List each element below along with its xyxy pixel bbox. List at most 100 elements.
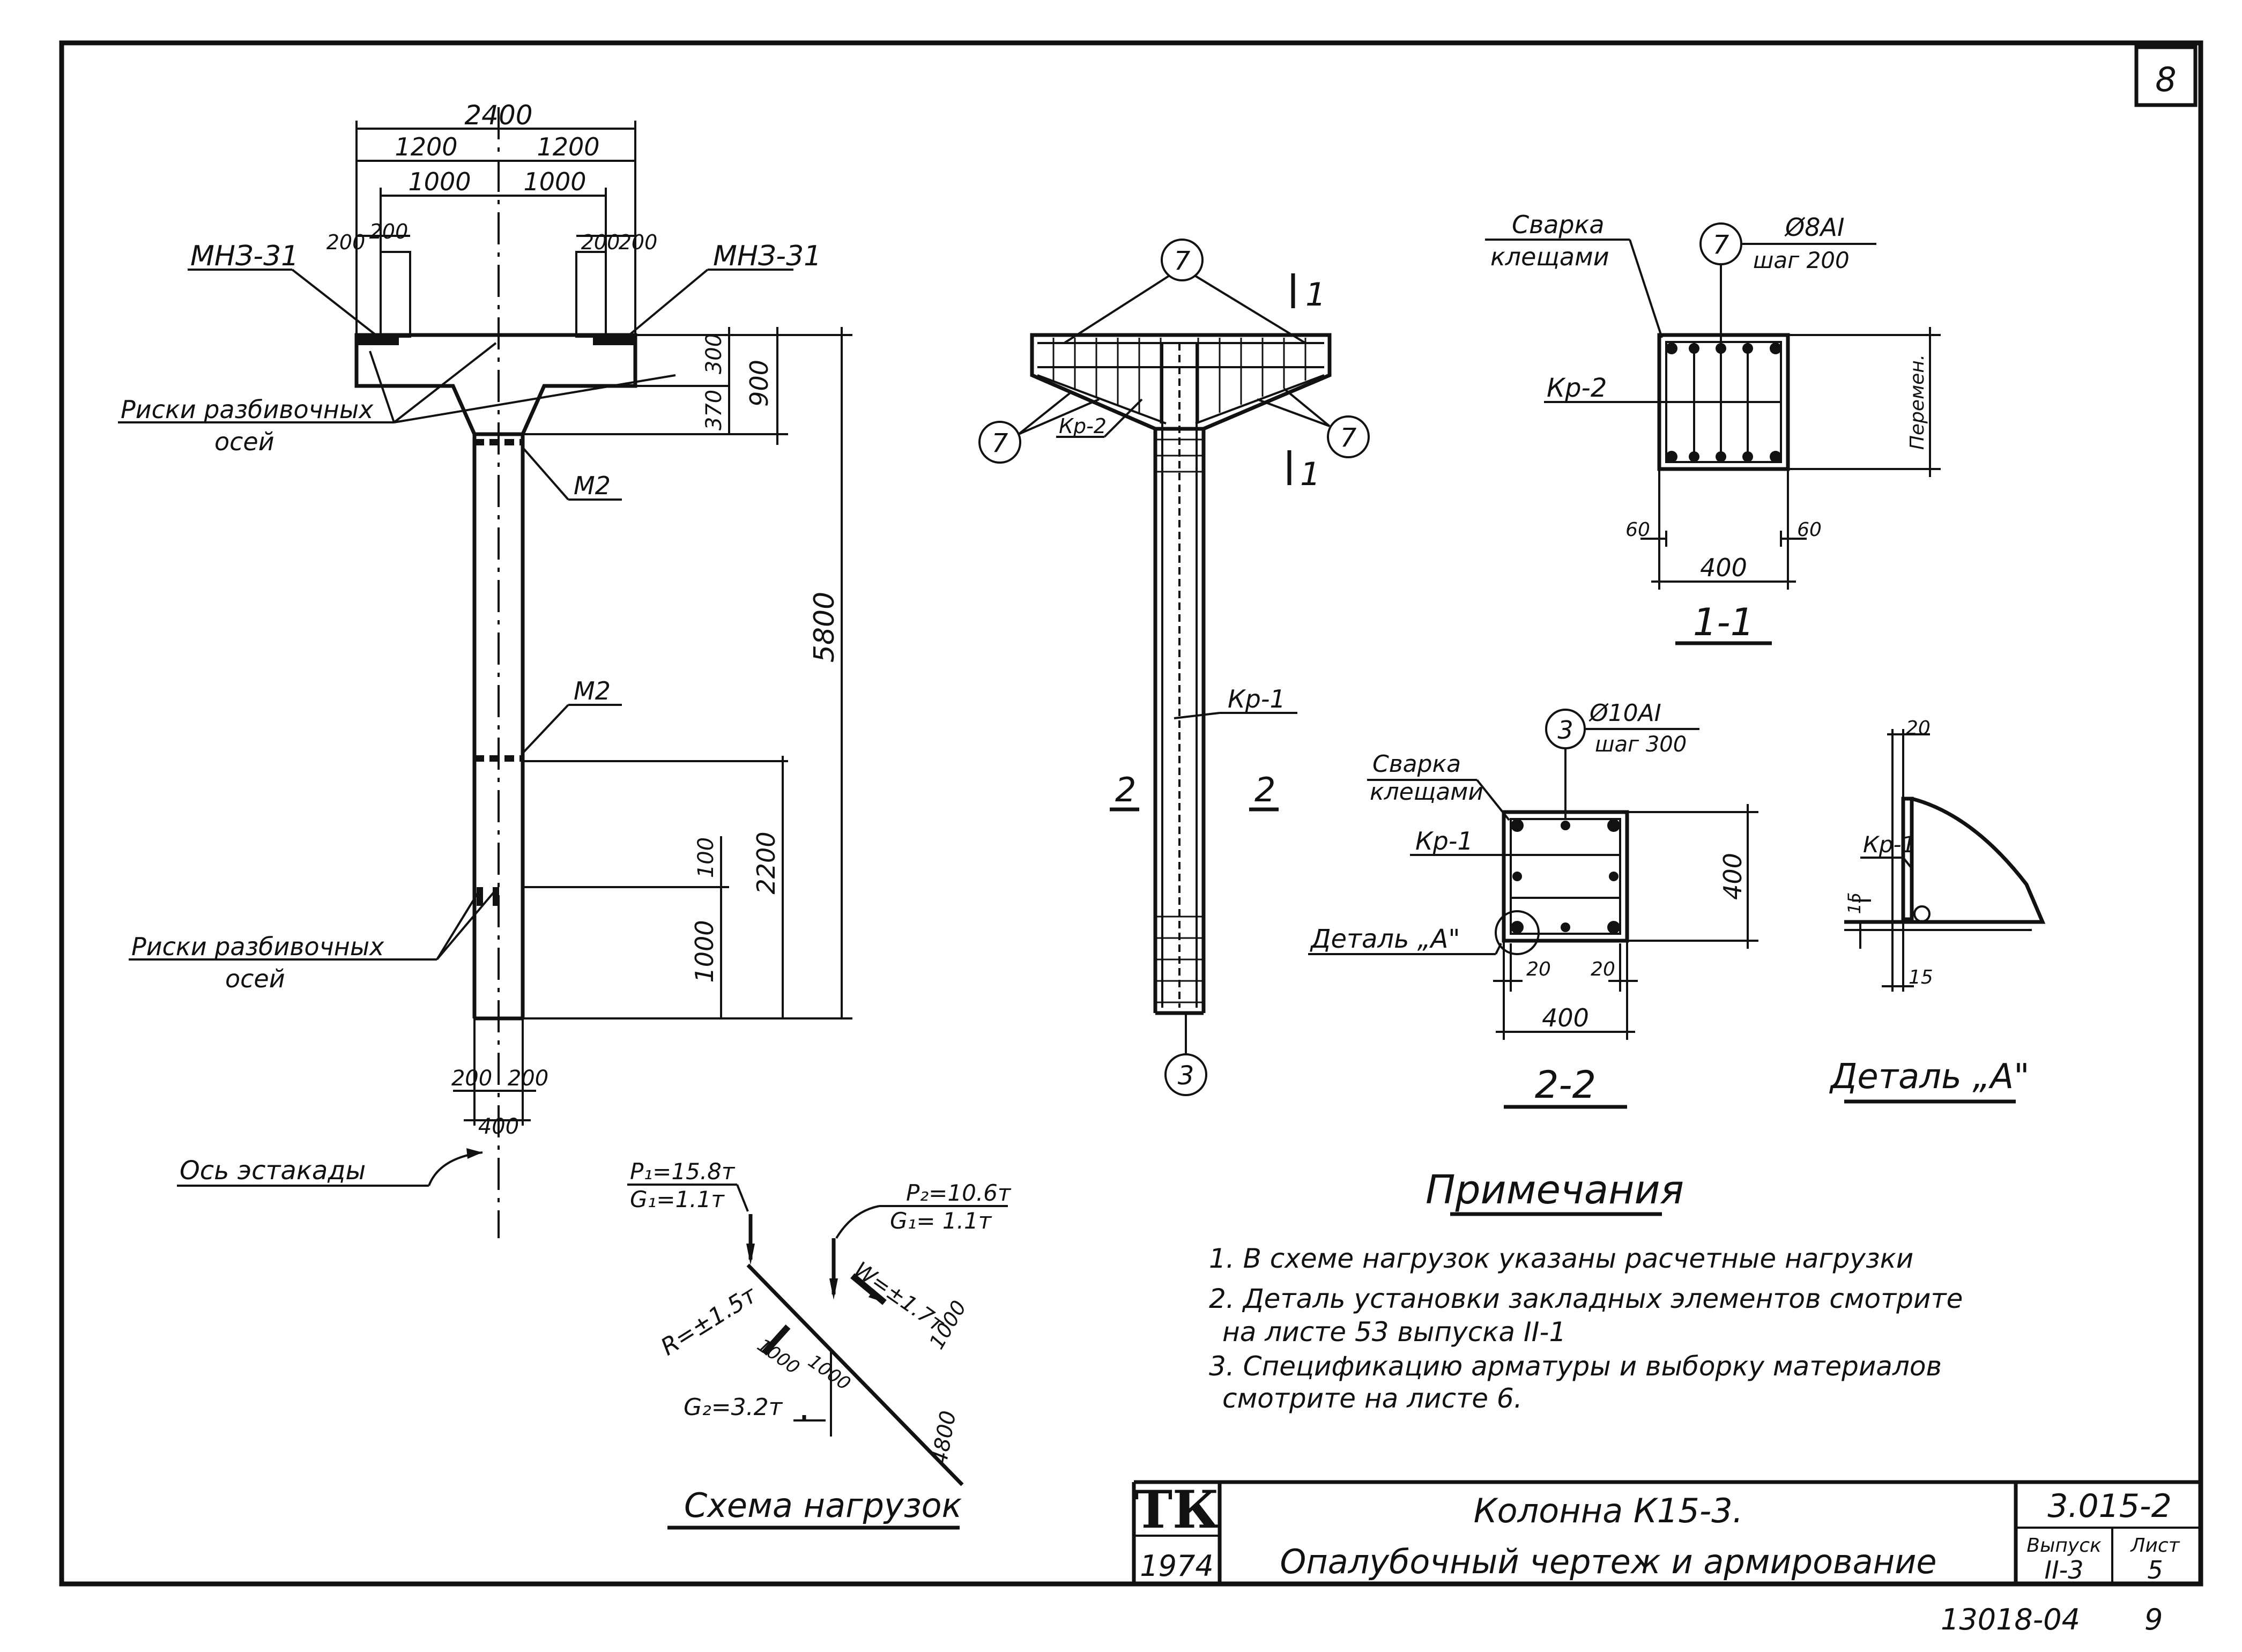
- label-mn3-31-left: МНЗ-31: [190, 240, 299, 272]
- da-title: Деталь „А": [1829, 1057, 2029, 1097]
- corner-number: 8: [2155, 60, 2176, 99]
- marker-7-top: [1161, 239, 1204, 281]
- note-1: 1. В схеме нагрузок указаны расчетные на…: [1209, 1243, 1913, 1274]
- s22-height: 400: [1718, 853, 1747, 900]
- section-mark-2-right: 2: [1254, 770, 1275, 809]
- dim-200-b: 200: [369, 220, 409, 243]
- s22-title: 2-2: [1535, 1063, 1596, 1107]
- column-elevation: 2400 1200 1200 1000 1000 200 200 200 200…: [118, 100, 852, 1238]
- ls-g1-right: G₁= 1.1т: [890, 1208, 992, 1234]
- s22-bar: Ø10AI: [1588, 700, 1661, 727]
- note-3-line-1: 3. Спецификацию арматуры и выборку матер…: [1209, 1351, 1942, 1382]
- s11-dim-60-left: 60: [1625, 519, 1650, 541]
- svg-text:7: 7: [1174, 246, 1191, 276]
- section-2-2: Сварка клещами 3 Ø10AI шаг 300 Кр-1 400 …: [1308, 700, 1758, 1109]
- title-line-2: Опалубочный чертеж и армирование: [1280, 1542, 1936, 1581]
- corner-number-box: [2134, 45, 2198, 107]
- year: 1974: [1140, 1549, 1213, 1583]
- ls-p2: P₂=10.6т: [906, 1180, 1012, 1206]
- s11-weld-1: Сварка: [1512, 210, 1605, 239]
- dim-900: 900: [745, 360, 774, 407]
- dim-1000-left: 1000: [408, 167, 471, 196]
- s11-height: Перемен.: [1906, 354, 1928, 450]
- svg-text:7: 7: [992, 428, 1008, 458]
- dim-5800: 5800: [808, 592, 841, 663]
- section-mark-1-top: 1: [1305, 276, 1326, 314]
- svg-text:7: 7: [1713, 230, 1729, 260]
- shaft-stirrups: [1155, 438, 1204, 1003]
- s22-detail-label: Деталь „А": [1310, 924, 1460, 954]
- sheet-label: Лист: [2129, 1535, 2180, 1557]
- s22-kr1: Кр-1: [1415, 827, 1473, 855]
- label-mn3-31-right: МНЗ-31: [713, 240, 821, 272]
- note-3-line-2: смотрите на листе 6.: [1222, 1383, 1523, 1414]
- load-scheme: P₁=15.8т G₁=1.1т P₂=10.6т G₁= 1.1т W=±1.…: [627, 1158, 1012, 1530]
- dim-200-c: 200: [581, 230, 620, 254]
- sheet-value: 5: [2147, 1556, 2163, 1584]
- dim-bottom-200-left: 200: [451, 1066, 492, 1091]
- note-2-line-1: 2. Деталь установки закладных элементов …: [1209, 1283, 1963, 1314]
- da-dim-20: 20: [1906, 717, 1931, 739]
- ls-r: R=±1.5т: [656, 1281, 762, 1361]
- da-dim-15-horizontal: 15: [1909, 966, 1933, 988]
- s11-weld-2: клещами: [1490, 242, 1609, 271]
- section-mark-2-left: 2: [1115, 770, 1136, 809]
- s22-width: 400: [1542, 1003, 1589, 1032]
- dim-1000: 1000: [690, 920, 719, 983]
- sheet-frame: 8 13018-04 9: [59, 40, 2203, 1636]
- label-m2-top: М2: [574, 471, 611, 500]
- label-risks-bottom-2: осей: [225, 964, 285, 993]
- svg-text:3: 3: [1557, 716, 1573, 745]
- s11-bar: Ø8AI: [1784, 213, 1845, 242]
- section-mark-1-bottom: 1: [1300, 456, 1320, 493]
- label-risks-top-2: осей: [214, 427, 274, 456]
- ls-g1-left: G₁=1.1т: [630, 1186, 725, 1212]
- label-risks-bottom-1: Риски разбивочных: [131, 932, 384, 961]
- notes-title: Примечания: [1426, 1167, 1684, 1213]
- reinforcement-view: 7 7 7 Кр-2 Кр-1 1 1 2 2 3: [978, 239, 1370, 1096]
- ls-dim-4800: 4800: [927, 1409, 961, 1467]
- s11-width: 400: [1700, 553, 1747, 582]
- label-axis: Ось эстакады: [180, 1156, 366, 1186]
- da-kr1: Кр-1: [1863, 831, 1916, 858]
- dim-1000-right: 1000: [523, 167, 586, 196]
- label-kr1: Кр-1: [1228, 684, 1286, 713]
- bottom-code: 13018-04: [1941, 1603, 2080, 1636]
- s22-dim-20-left: 20: [1526, 958, 1551, 980]
- dim-2200: 2200: [752, 831, 781, 894]
- s11-dim-60-right: 60: [1797, 519, 1822, 541]
- ls-g2: G₂=3.2т: [684, 1394, 783, 1421]
- head-stirrups: [1052, 338, 1306, 423]
- da-dim-15-vertical: 15: [1844, 892, 1865, 914]
- notes: Примечания 1. В схеме нагрузок указаны р…: [1209, 1167, 1963, 1414]
- bottom-page: 9: [2144, 1603, 2163, 1636]
- ls-title: Схема нагрузок: [684, 1486, 962, 1525]
- dim-200-a: 200: [326, 230, 366, 254]
- marker-7-right: [1327, 415, 1370, 458]
- dim-2400: 2400: [464, 100, 532, 131]
- note-2-line-2: на листе 53 выпуска II-1: [1222, 1316, 1566, 1348]
- tk-logo: ТК: [1134, 1479, 1220, 1540]
- label-kr2: Кр-2: [1059, 414, 1107, 438]
- s22-weld-2: клещами: [1370, 778, 1483, 806]
- s22-detail-circle: [1495, 910, 1540, 955]
- title-line-1: Колонна К15-3.: [1474, 1491, 1743, 1530]
- dim-1200-left: 1200: [395, 132, 457, 161]
- section-1-1-bars: [1666, 343, 1781, 463]
- s11-kr2: Кр-2: [1547, 373, 1607, 403]
- s11-title: 1-1: [1693, 600, 1754, 644]
- embedded-plate-right: [593, 333, 637, 345]
- dim-300: 300: [702, 333, 726, 374]
- dim-200-d: 200: [619, 230, 658, 254]
- marker-7-left: [978, 421, 1021, 464]
- issue-label: Выпуск: [2026, 1535, 2102, 1557]
- dim-1200-right: 1200: [537, 132, 599, 161]
- ls-dim-1000-b: 1000: [804, 1351, 855, 1395]
- s22-weld-1: Сварка: [1372, 750, 1461, 778]
- dim-bottom-400: 400: [478, 1114, 519, 1139]
- s22-step: шаг 300: [1595, 732, 1687, 757]
- s11-step: шаг 200: [1753, 247, 1850, 273]
- svg-text:7: 7: [1340, 423, 1357, 453]
- dim-bottom-200-right: 200: [508, 1066, 548, 1091]
